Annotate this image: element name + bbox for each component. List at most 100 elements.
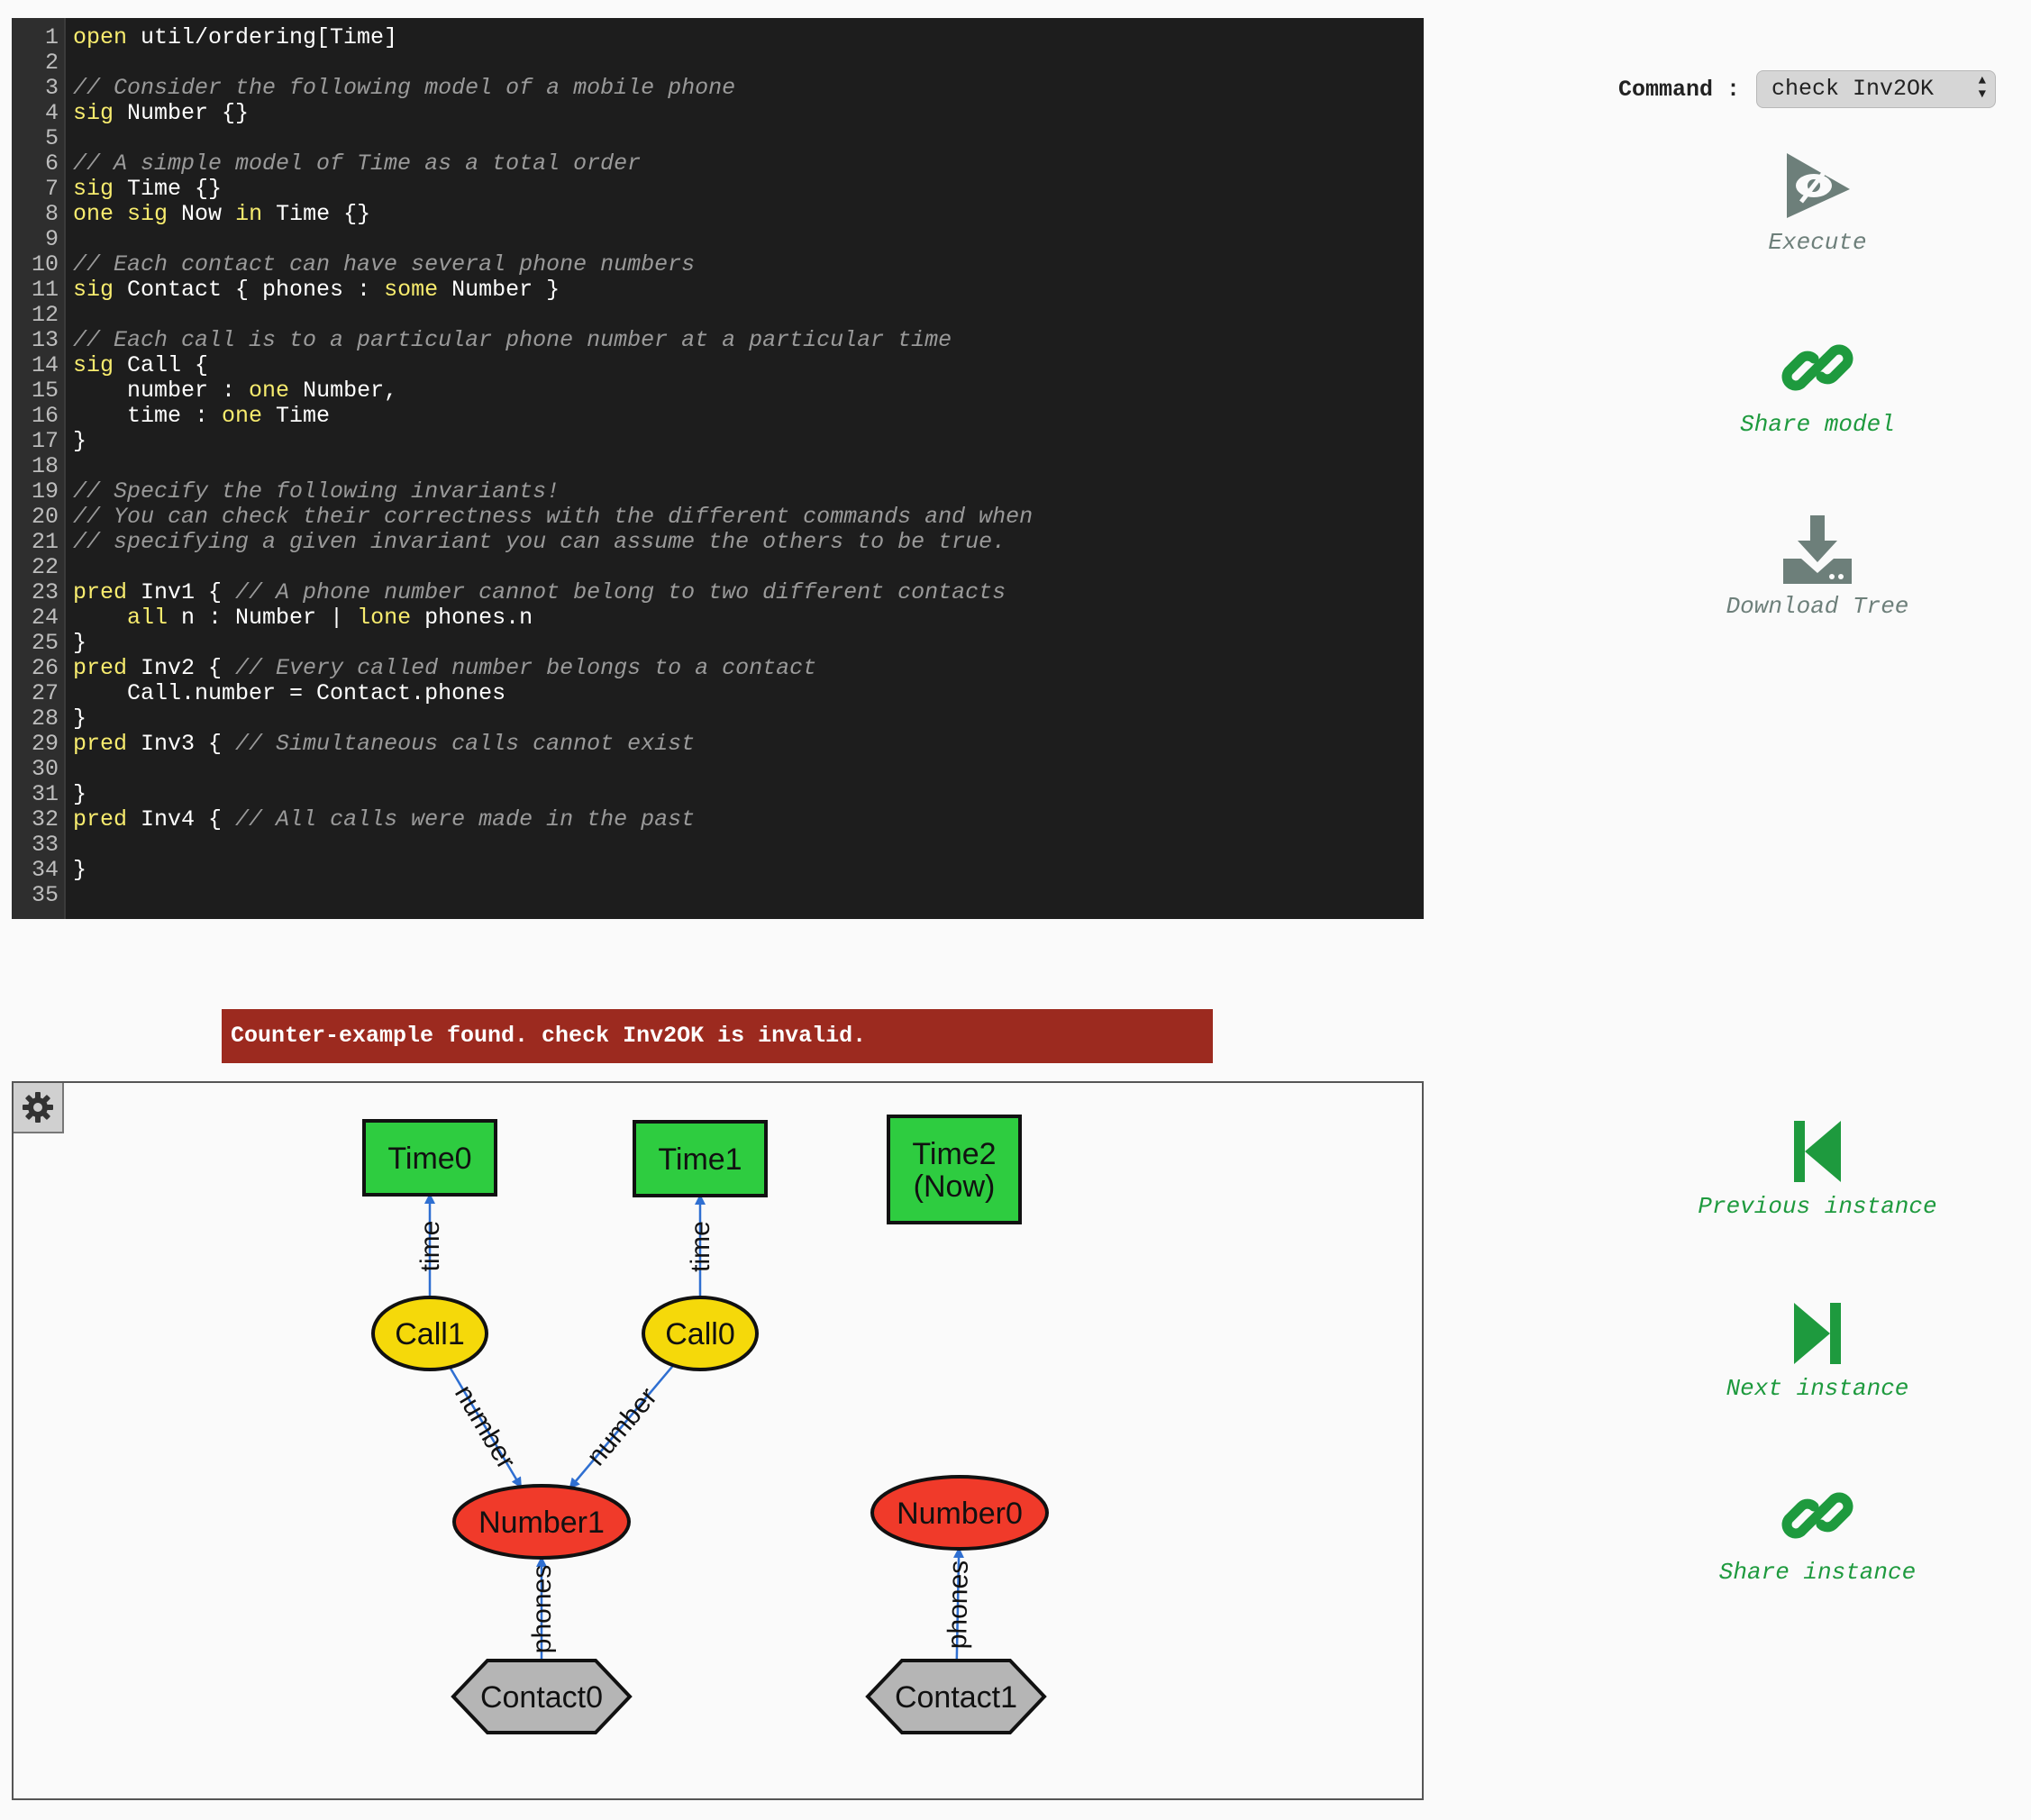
code-comment: // Each call is to a particular phone nu… <box>73 327 952 353</box>
settings-button[interactable] <box>14 1083 64 1133</box>
graph-node-time0[interactable]: Time0 <box>362 1119 497 1197</box>
line-number: 6 <box>44 150 59 177</box>
code-line: 17} <box>12 429 1424 454</box>
graph-node-call0[interactable]: Call0 <box>642 1296 759 1371</box>
graph-node-call1[interactable]: Call1 <box>371 1296 488 1371</box>
line-number: 23 <box>31 579 59 605</box>
graph-node-time1[interactable]: Time1 <box>633 1120 768 1197</box>
code-token: n : Number | <box>168 605 358 631</box>
node-shape <box>870 1475 1049 1551</box>
code-line: 30 <box>12 757 1424 782</box>
code-line: 6// A simple model of Time as a total or… <box>12 151 1424 177</box>
code-text: // specifying a given invariant you can … <box>73 530 1006 555</box>
code-comment: // All calls were made in the past <box>235 806 696 833</box>
code-text: sig Call { <box>73 353 208 378</box>
next-instance-button[interactable]: Next instance <box>1664 1299 1971 1402</box>
graph-node-contact1[interactable]: Contact1 <box>865 1659 1047 1734</box>
graph-edge-number: number <box>569 1364 675 1489</box>
code-token: Time {} <box>114 176 223 202</box>
code-token: Call.number = Contact.phones <box>73 680 506 706</box>
code-line: 23 pred Inv1 { // A phone number cannot b… <box>12 580 1424 605</box>
code-text: pred Inv3 { // Simultaneous calls cannot… <box>73 732 695 757</box>
graph-edge-phones: phones <box>527 1556 557 1661</box>
code-text: } <box>73 858 87 883</box>
code-text: pred Inv1 { // A phone number cannot bel… <box>73 580 1006 605</box>
edge-label: number <box>449 1380 521 1474</box>
code-token: Number } <box>438 277 560 303</box>
code-comment: // Consider the following model of a mob… <box>73 75 736 101</box>
graph-node-time2[interactable]: Time2(Now) <box>887 1115 1022 1224</box>
command-select-value: check Inv2OK <box>1771 76 1935 102</box>
code-keyword: lone <box>357 605 412 631</box>
code-comment: // specifying a given invariant you can … <box>73 529 1006 555</box>
share-instance-label: Share instance <box>1718 1559 1917 1586</box>
code-text: sig Time {} <box>73 177 222 202</box>
code-text: pred Inv2 { // Every called number belon… <box>73 656 816 681</box>
code-line: 9 <box>12 227 1424 252</box>
code-token: } <box>73 630 87 656</box>
line-number: 26 <box>31 655 59 681</box>
code-text: Call.number = Contact.phones <box>73 681 505 706</box>
code-token: Number {} <box>114 100 250 126</box>
skip-previous-icon <box>1794 1121 1841 1182</box>
graph-node-number1[interactable]: Number1 <box>452 1484 631 1560</box>
line-number: 27 <box>31 680 59 706</box>
code-token: Number, <box>289 378 398 404</box>
link-icon <box>1781 344 1853 391</box>
code-text: all n : Number | lone phones.n <box>73 605 533 631</box>
code-token: Call { <box>114 352 209 378</box>
command-select[interactable]: check Inv2OK ▲▼ <box>1756 70 1997 108</box>
code-line: 22 <box>12 555 1424 580</box>
code-token: util/ordering[Time] <box>127 24 398 50</box>
previous-instance-button[interactable]: Previous instance <box>1664 1117 1971 1220</box>
download-tree-button[interactable]: Download Tree <box>1664 514 1971 620</box>
node-shape <box>452 1484 631 1560</box>
code-comment: // Each contact can have several phone n… <box>73 251 696 278</box>
line-number: 34 <box>31 857 59 883</box>
share-instance-button[interactable]: Share instance <box>1664 1479 1971 1586</box>
gear-icon <box>23 1092 53 1123</box>
code-text: } <box>73 706 87 732</box>
code-keyword: sig <box>73 277 114 303</box>
code-text: pred Inv4 { // All calls were made in th… <box>73 807 695 833</box>
code-text: // You can check their correctness with … <box>73 505 1033 530</box>
code-token: Now <box>168 201 236 227</box>
execute-button[interactable]: Execute <box>1664 150 1971 256</box>
execute-label: Execute <box>1768 229 1867 256</box>
node-shape <box>371 1296 488 1371</box>
code-line: 14 sig Call { <box>12 353 1424 378</box>
graph-edge-number: number <box>449 1366 523 1488</box>
share-model-button[interactable]: Share model <box>1664 332 1971 438</box>
code-comment: // A phone number cannot belong to two d… <box>235 579 1006 605</box>
graph-node-number0[interactable]: Number0 <box>870 1475 1049 1551</box>
code-line: 35 <box>12 883 1424 908</box>
code-text: } <box>73 782 87 807</box>
graph-edge-time: time <box>415 1193 445 1297</box>
line-number: 33 <box>31 832 59 858</box>
line-number: 21 <box>31 529 59 555</box>
line-number: 14 <box>31 352 59 378</box>
line-number: 16 <box>31 403 59 429</box>
command-bar: Command : check Inv2OK ▲▼ <box>1618 70 1997 108</box>
line-number: 1 <box>44 24 59 50</box>
graph-edge-phones: phones <box>943 1546 974 1661</box>
line-number: 2 <box>44 50 59 76</box>
line-number: 9 <box>44 226 59 252</box>
code-line: 27 Call.number = Contact.phones <box>12 681 1424 706</box>
code-keyword: pred <box>73 731 128 757</box>
line-number: 8 <box>44 201 59 227</box>
command-label: Command : <box>1618 76 1741 103</box>
edge-label: time <box>686 1221 715 1272</box>
graph-node-contact0[interactable]: Contact0 <box>451 1659 633 1734</box>
code-token: Inv2 { <box>127 655 236 681</box>
line-number: 4 <box>44 100 59 126</box>
graph-edge-time: time <box>686 1194 715 1297</box>
result-message: Counter-example found. check Inv2OK is i… <box>222 1009 1213 1063</box>
line-number: 22 <box>31 554 59 580</box>
node-label: (Now) <box>914 1169 996 1204</box>
